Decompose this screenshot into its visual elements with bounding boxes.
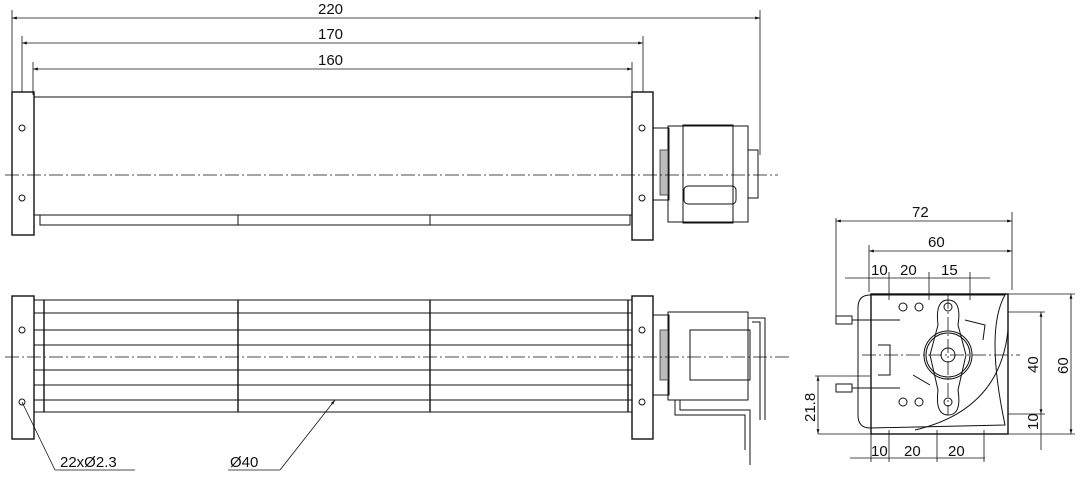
dimension-21-8: 21.8 [802,393,819,422]
dimension-170: 170 [318,26,343,43]
side-view: 72 60 10 20 15 60 40 [802,204,1075,462]
dimension-top-20: 20 [900,262,917,279]
dimension-bottom-20a: 20 [904,443,921,460]
dimension-10-height: 10 [1025,413,1042,430]
label-holes: 22xØ2.3 [60,454,117,471]
left-end-plate [11,91,35,236]
label-diameter: Ø40 [230,454,258,471]
dimension-160: 160 [318,52,343,69]
dimension-top-10: 10 [871,262,888,279]
motor [652,311,766,465]
dimension-bottom-10: 10 [871,443,888,460]
right-end-plate [631,91,654,241]
dimension-top-15: 15 [941,262,958,279]
dimension-60-height: 60 [1055,357,1072,374]
top-view: 220 170 160 [5,1,778,241]
front-view: 22xØ2.3 Ø40 [5,295,790,471]
dimension-72: 72 [912,204,929,221]
motor [652,124,759,224]
dimension-40: 40 [1025,356,1042,373]
dimension-60-width: 60 [928,234,945,251]
dimension-bottom-20b: 20 [948,443,965,460]
dimension-220: 220 [318,1,343,18]
